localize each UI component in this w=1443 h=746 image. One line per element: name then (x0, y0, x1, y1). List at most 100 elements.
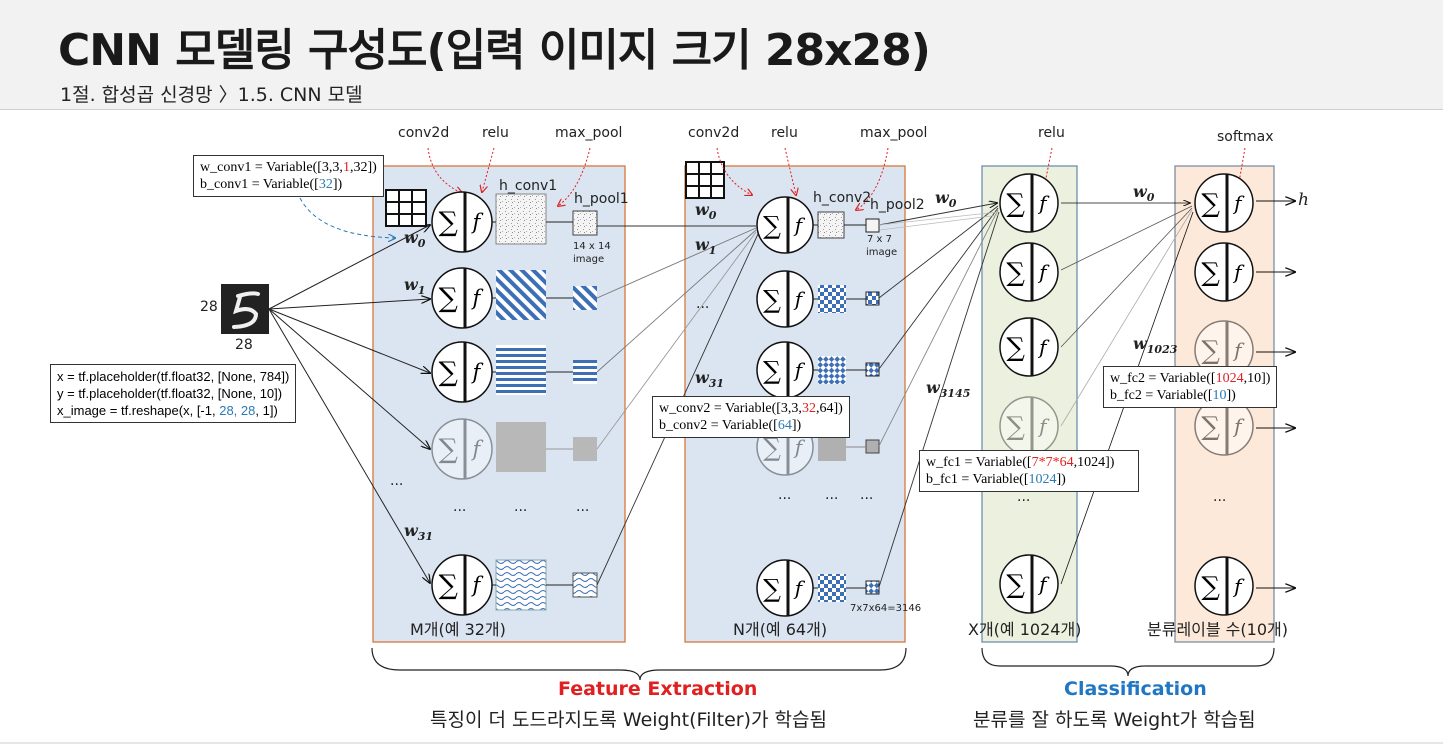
neuron-l2-2: ∑f (756, 341, 814, 399)
feature-brace (371, 647, 907, 681)
relu-label-2: relu (771, 125, 798, 141)
weight-l3-w3145: w3145 (926, 378, 971, 401)
h-conv2-map (817, 211, 845, 239)
sigma-symbol: ∑ (1201, 412, 1220, 442)
ellipsis-l2-pool: ... (860, 487, 874, 503)
feature-map-faded (496, 422, 546, 472)
weight-l4-w1023: w1023 (1133, 334, 1178, 357)
page-title: CNN 모델링 구성도(입력 이미지 크기 28x28) (58, 25, 931, 76)
output-panel-label: 분류레이블 수(10개) (1147, 620, 1288, 639)
max-pool-label-2: max_pool (860, 125, 928, 141)
pool2-map-check (865, 291, 880, 306)
feature-extraction-title: Feature Extraction (558, 678, 758, 700)
h-conv1-label: h_conv1 (499, 178, 558, 194)
weight-l1-w0: w0 (404, 228, 426, 251)
neuron-l1-1: ∑f (431, 267, 493, 329)
conv2-map-check (818, 285, 846, 313)
h-conv1-map (495, 193, 547, 245)
pool-map-faded (573, 437, 597, 461)
sigma-symbol: ∑ (439, 207, 458, 238)
pool2-map-faded (865, 439, 880, 454)
ellipsis-l2-map: ... (825, 487, 839, 503)
sigma-symbol: ∑ (1006, 189, 1025, 219)
sigma-symbol: ∑ (439, 357, 458, 388)
neuron-fc-0: ∑f (999, 173, 1059, 233)
pool1-size-a: 14 x 14 (573, 241, 611, 252)
filter-grid-1 (385, 189, 427, 227)
activation-f-symbol: f (471, 286, 484, 310)
pool-map-diag (573, 286, 597, 310)
header-bar: CNN 모델링 구성도(입력 이미지 크기 28x28) 1절. 합성곱 신경망… (0, 0, 1443, 110)
ellipsis-l1-neuron: ... (453, 499, 467, 515)
neuron-l2-63: ∑f (756, 559, 814, 617)
class-brace (981, 647, 1275, 677)
activation-f-symbol: f (471, 360, 484, 384)
h-pool2-map (865, 218, 880, 233)
weight-l3-w0: w0 (935, 188, 957, 211)
input-height-label: 28 (200, 299, 218, 315)
neuron-l2-0: ∑f (756, 196, 814, 254)
feature-map-diag (496, 270, 546, 320)
fc1-variable-box: w_fc1 = Variable([7*7*64,1024]) b_fc1 = … (919, 450, 1140, 492)
neuron-out-9: ∑f (1194, 556, 1254, 616)
pool2-map-last (865, 580, 880, 595)
relu-label-1: relu (482, 125, 509, 141)
neuron-out-1: ∑f (1194, 242, 1254, 302)
weight-l2-w31: w31 (695, 368, 725, 391)
conv2d-label-2: conv2d (688, 125, 740, 141)
feature-map-wave (495, 559, 547, 611)
conv2-variable-box: w_conv2 = Variable([3,3,32,64]) b_conv2 … (652, 396, 850, 438)
h-conv2-label: h_conv2 (813, 190, 872, 206)
activation-f-symbol: f (471, 210, 484, 234)
fc2-variable-box: w_fc2 = Variable([1024,10]) b_fc2 = Vari… (1103, 366, 1278, 408)
sigma-symbol: ∑ (1006, 258, 1025, 288)
conv2-map-diamond (818, 356, 846, 384)
breadcrumb: 1절. 합성곱 신경망 〉1.5. CNN 모델 (60, 84, 363, 106)
pool-map-wave (572, 572, 598, 598)
pool1-size-b: image (573, 254, 605, 265)
classification-title: Classification (1064, 678, 1207, 700)
sigma-symbol: ∑ (763, 211, 781, 240)
activation-f-symbol: f (471, 437, 484, 461)
ellipsis-l1-input: ... (390, 473, 404, 489)
h-pool2-label: h_pool2 (870, 197, 925, 213)
input-width-label: 28 (235, 337, 253, 353)
sigma-symbol: ∑ (1201, 258, 1220, 288)
neuron-fc-2: ∑f (999, 317, 1059, 377)
weight-l4-w0: w0 (1133, 182, 1155, 205)
neuron-l1-2: ∑f (431, 341, 493, 403)
h-pool1-map (572, 210, 598, 236)
flatten-label: 7x7x64=3146 (850, 603, 922, 614)
sigma-symbol: ∑ (763, 433, 781, 462)
neuron-fc-1023: ∑f (999, 554, 1059, 614)
max-pool-label-1: max_pool (555, 125, 623, 141)
conv2-map-last (818, 574, 846, 602)
pool2-size-a: 7 x 7 (867, 234, 892, 245)
ellipsis-l1-pool: ... (576, 499, 590, 515)
sigma-symbol: ∑ (763, 285, 781, 314)
pool2-size-b: image (866, 247, 898, 258)
conv1-variable-box: w_conv1 = Variable([3,3,1,32]) b_conv1 =… (193, 155, 384, 197)
ellipsis-l1-map: ... (514, 499, 528, 515)
output-h-label: h (1298, 190, 1309, 210)
h-pool1-label: h_pool1 (574, 191, 629, 207)
sigma-symbol: ∑ (1006, 412, 1025, 442)
neuron-out-0: ∑f (1194, 173, 1254, 233)
ellipsis-l2-neuron: ... (778, 487, 792, 503)
ellipsis-fc: ... (1017, 489, 1031, 505)
neuron-l1-3: ∑f (431, 418, 493, 480)
neuron-l1-31: ∑f (431, 554, 493, 616)
filter-grid-2 (685, 161, 725, 199)
ellipsis-l2-w: ... (696, 296, 710, 312)
activation-f-symbol: f (471, 573, 484, 597)
sigma-symbol: ∑ (763, 574, 781, 603)
sigma-symbol: ∑ (763, 356, 781, 385)
neuron-l2-1: ∑f (756, 270, 814, 328)
relu-label-3: relu (1038, 125, 1065, 141)
sigma-symbol: ∑ (1201, 189, 1220, 219)
fc-panel-label: X개(예 1024개) (968, 620, 1082, 639)
pool-map-horiz (573, 360, 597, 384)
feature-extraction-subtitle: 특징이 더 도드라지도록 Weight(Filter)가 학습됨 (430, 709, 827, 731)
weight-l2-w1: w1 (695, 235, 717, 258)
neuron-fc-3: ∑f (999, 396, 1059, 456)
